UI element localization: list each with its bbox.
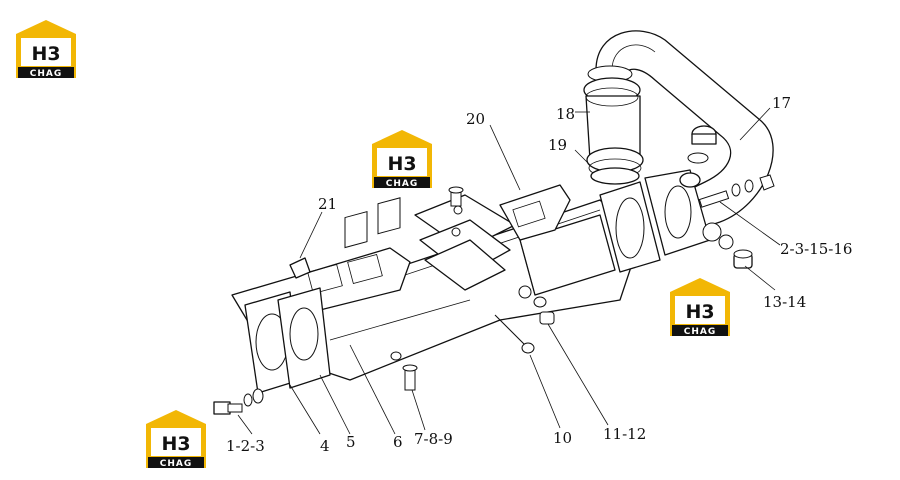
label-5: 5 [346, 433, 356, 451]
logo-bottom-left: H3 CHAG [146, 410, 206, 469]
end-flange-part-4-5 [244, 287, 331, 394]
label-11-12: 11-12 [603, 425, 646, 443]
svg-text:H3: H3 [685, 301, 714, 323]
center-cover [414, 186, 516, 291]
logo-center: H3 CHAG [372, 130, 432, 189]
hose-cap [687, 125, 717, 164]
label-18: 18 [556, 105, 575, 123]
svg-text:CHAG: CHAG [30, 69, 63, 79]
hardware-left [213, 296, 555, 415]
label-17: 17 [772, 94, 791, 112]
label-6: 6 [393, 433, 403, 451]
label-13-14: 13-14 [763, 293, 806, 311]
label-10: 10 [553, 429, 572, 447]
label-19: 19 [548, 136, 567, 154]
label-2-3-15-16: 2-3-15-16 [780, 240, 852, 258]
label-7-8-9: 7-8-9 [414, 430, 453, 448]
right-flange [599, 169, 730, 273]
svg-text:H3: H3 [161, 433, 190, 455]
hose-sleeve-part-18-19 [583, 77, 644, 185]
svg-text:H3: H3 [31, 43, 60, 65]
svg-text:CHAG: CHAG [386, 179, 419, 189]
gasket-part-20 [499, 184, 571, 241]
svg-text:CHAG: CHAG [684, 327, 717, 337]
svg-text:CHAG: CHAG [160, 459, 193, 469]
leader-lines [237, 107, 781, 435]
label-20: 20 [466, 110, 485, 128]
svg-text:H3: H3 [387, 153, 416, 175]
label-4: 4 [320, 437, 330, 455]
label-1-2-3: 1-2-3 [226, 437, 265, 455]
hardware-right [718, 174, 775, 269]
logo-right: H3 CHAG [670, 278, 730, 337]
logo-top-left: H3 CHAG [16, 20, 76, 79]
label-21: 21 [318, 195, 337, 213]
